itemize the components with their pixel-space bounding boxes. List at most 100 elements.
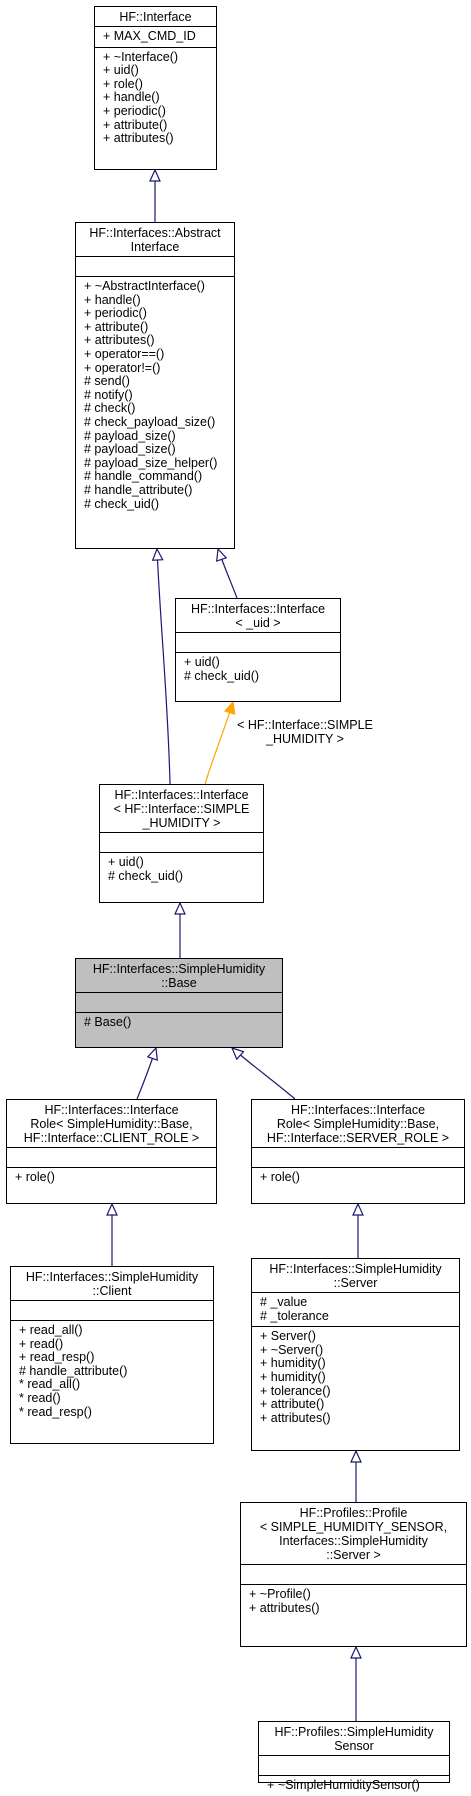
class-method: # check_uid() [108, 868, 184, 883]
class-method: + operator==() [84, 346, 165, 361]
class-title-line: Interface [130, 240, 180, 254]
class-title-line: HF::Interface [119, 10, 192, 24]
class-method: # check_uid() [84, 496, 160, 511]
class-methods: + uid()# check_uid() [100, 852, 263, 886]
class-attributes [7, 1147, 216, 1167]
class-methods: # Base() [76, 1012, 282, 1033]
arrowhead-interface-simple-humidity-to-abstract-interface [151, 547, 164, 561]
class-method: # check() [84, 401, 136, 416]
class-method: + role() [260, 1170, 300, 1184]
class-method: + handle() [103, 90, 160, 105]
edge-interface-simple-humidity-to-interface-uid [204, 701, 234, 785]
class-attributes [241, 1564, 466, 1584]
class-title-line: HF::Interfaces::Abstract [89, 226, 221, 240]
class-method: # handle_attribute() [19, 1363, 128, 1378]
arrowhead-simple-humidity-server-to-interface-role-server [352, 1202, 364, 1216]
class-attributes: # _value# _tolerance [252, 1292, 459, 1326]
class-method: + attributes() [103, 131, 174, 146]
class-method: + uid() [184, 655, 220, 669]
class-method: + attributes() [260, 1410, 331, 1425]
class-title: HF::Interfaces::SimpleHumidity::Base [76, 959, 282, 992]
class-method: + role() [103, 76, 143, 91]
class-title-line: HF::Interface::CLIENT_ROLE > [23, 1131, 200, 1145]
class-title-line: Sensor [334, 1739, 374, 1753]
class-title-line: HF::Interfaces::Interface [114, 788, 249, 802]
class-method: # notify() [84, 387, 133, 402]
class-method: + tolerance() [260, 1383, 331, 1398]
class-title-line: HF::Interfaces::Interface [290, 1103, 426, 1117]
class-attributes [11, 1300, 213, 1320]
class-attributes [76, 256, 234, 276]
class-attribute: + MAX_CMD_ID [103, 29, 196, 43]
edge-interface-role-server-to-simple-humidity-base [231, 1047, 296, 1100]
class-title-line: HF::Interfaces::SimpleHumidity [92, 962, 266, 976]
class-methods: + ~Profile()+ attributes() [241, 1584, 466, 1618]
class-attribute: # _tolerance [260, 1308, 329, 1323]
arrowhead-interface-role-client-to-simple-humidity-base [146, 1046, 158, 1061]
class-title-line: ::Base [161, 976, 197, 990]
class-attributes [259, 1755, 449, 1775]
class-methods: + uid()# check_uid() [176, 652, 340, 686]
class-title-line: Role< SimpleHumidity::Base, [276, 1117, 440, 1131]
class-method: + attribute() [103, 117, 168, 132]
class-method: + read() [19, 1336, 64, 1351]
class-method: + ~AbstractInterface() [84, 279, 205, 293]
class-box-interface-simple-humidity[interactable]: HF::Interfaces::Interface< HF::Interface… [99, 784, 264, 903]
class-title-line: < HF::Interface::SIMPLE [113, 802, 250, 816]
class-title-line: ::Server > [326, 1548, 381, 1562]
class-title-line: HF::Interface::SERVER_ROLE > [266, 1131, 450, 1145]
class-method: * read_resp() [19, 1404, 92, 1419]
class-title-line: HF::Profiles::SimpleHumidity [274, 1725, 434, 1739]
class-box-simple-humidity-client[interactable]: HF::Interfaces::SimpleHumidity::Client+ … [10, 1266, 214, 1444]
class-method: + uid() [103, 63, 139, 78]
class-title: HF::Interfaces::SimpleHumidity::Server [252, 1259, 459, 1292]
class-title: HF::Interface [95, 7, 216, 26]
class-method: + handle() [84, 292, 141, 307]
class-method: + attribute() [260, 1397, 325, 1412]
class-methods: + ~Interface()+ uid()+ role()+ handle()+… [95, 46, 216, 149]
class-box-profiles-profile[interactable]: HF::Profiles::Profile< SIMPLE_HUMIDITY_S… [240, 1502, 467, 1647]
class-attributes [176, 632, 340, 652]
class-box-simple-humidity-base[interactable]: HF::Interfaces::SimpleHumidity::Base# Ba… [75, 958, 283, 1048]
template-argument-line: _HUMIDITY > [266, 732, 344, 746]
edge-interface-simple-humidity-to-abstract-interface [156, 548, 171, 785]
class-title-line: Role< SimpleHumidity::Base, [30, 1117, 193, 1131]
class-methods: + ~SimpleHumiditySensor() [259, 1775, 449, 1796]
class-title-line: HF::Interfaces::SimpleHumidity [269, 1262, 442, 1276]
arrowhead-abstract-interface-to-hf-interface [149, 168, 161, 182]
arrowhead-interface-uid-to-abstract-interface [216, 547, 228, 562]
class-method: + attributes() [84, 333, 155, 348]
class-methods: + ~AbstractInterface()+ handle()+ period… [76, 276, 234, 514]
class-attributes: + MAX_CMD_ID [95, 26, 216, 47]
class-title: HF::Interfaces::Interface< _uid > [176, 599, 340, 632]
class-method: # handle_command() [84, 469, 203, 484]
arrowhead-interface-simple-humidity-to-interface-uid [223, 700, 236, 715]
class-box-hf-interface[interactable]: HF::Interface+ MAX_CMD_ID+ ~Interface()+… [94, 6, 217, 170]
arrowhead-simple-humidity-base-to-interface-simple-humidity [174, 901, 186, 915]
class-method: # check_payload_size() [84, 414, 216, 429]
class-title-line: < SIMPLE_HUMIDITY_SENSOR, [259, 1520, 448, 1534]
class-method: # Base() [84, 1015, 132, 1029]
class-method: + Server() [260, 1329, 316, 1344]
class-title-line: HF::Interfaces::Interface [44, 1103, 179, 1117]
class-box-simple-humidity-server[interactable]: HF::Interfaces::SimpleHumidity::Server# … [251, 1258, 460, 1451]
arrowhead-simple-humidity-client-to-interface-role-client [106, 1202, 118, 1216]
class-attributes [76, 992, 282, 1012]
class-attribute: # _value [260, 1295, 308, 1309]
arrowhead-simple-humidity-sensor-to-profiles-profile [350, 1645, 362, 1659]
class-method: + ~Server() [260, 1342, 324, 1357]
class-method: # send() [84, 374, 130, 389]
class-method: + humidity() [260, 1356, 326, 1371]
class-box-interface-uid[interactable]: HF::Interfaces::Interface< _uid >+ uid()… [175, 598, 341, 702]
class-method: + operator!=() [84, 360, 161, 375]
class-title-line: < _uid > [235, 616, 281, 630]
class-title: HF::Interfaces::Interface< HF::Interface… [100, 785, 263, 832]
class-title-line: ::Server [333, 1276, 378, 1290]
class-method: + ~Profile() [249, 1587, 311, 1601]
